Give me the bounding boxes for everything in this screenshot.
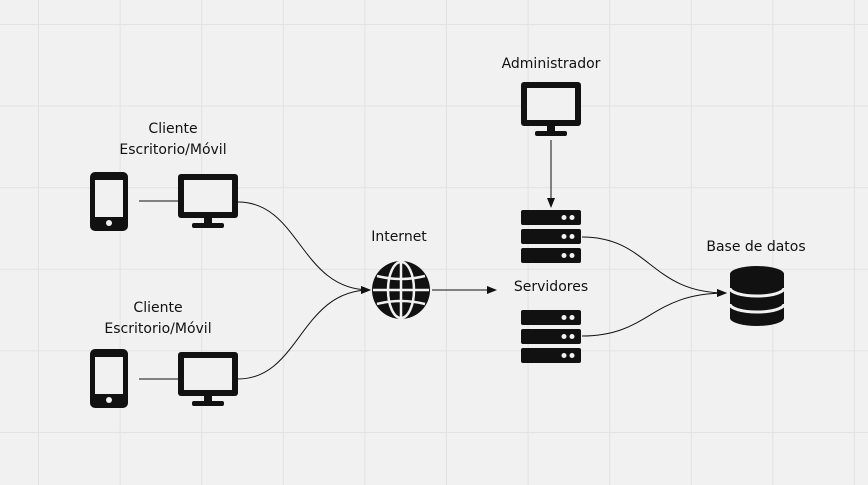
monitor-icon (178, 352, 238, 406)
mobile-icon (90, 172, 128, 231)
server-icon (521, 310, 581, 363)
monitor-icon (521, 82, 581, 136)
server-icon (521, 210, 581, 263)
connectors (139, 140, 727, 380)
client-top-label: Cliente Escritorio/Móvil (88, 119, 258, 161)
monitor-icon (178, 174, 238, 228)
connector-server-top-to-database (581, 236, 727, 297)
database-label: Base de datos (706, 239, 806, 255)
connector-client-top-to-internet (237, 201, 371, 294)
internet-label: Internet (371, 229, 427, 245)
globe-icon (372, 260, 430, 320)
connector-client-bottom-to-internet (237, 286, 371, 380)
database-icon (728, 266, 786, 326)
mobile-icon (90, 349, 128, 408)
client-top-label-line1: Cliente (148, 121, 198, 137)
connector-server-bottom-to-database (581, 289, 727, 337)
client-bottom-label-line2: Escritorio/Móvil (104, 321, 212, 337)
admin-label: Administrador (501, 56, 601, 72)
client-bottom-label-line1: Cliente (133, 300, 183, 316)
servers-label: Servidores (513, 279, 589, 295)
client-bottom-label: Cliente Escritorio/Móvil (73, 298, 243, 340)
client-top-label-line2: Escritorio/Móvil (119, 142, 227, 158)
